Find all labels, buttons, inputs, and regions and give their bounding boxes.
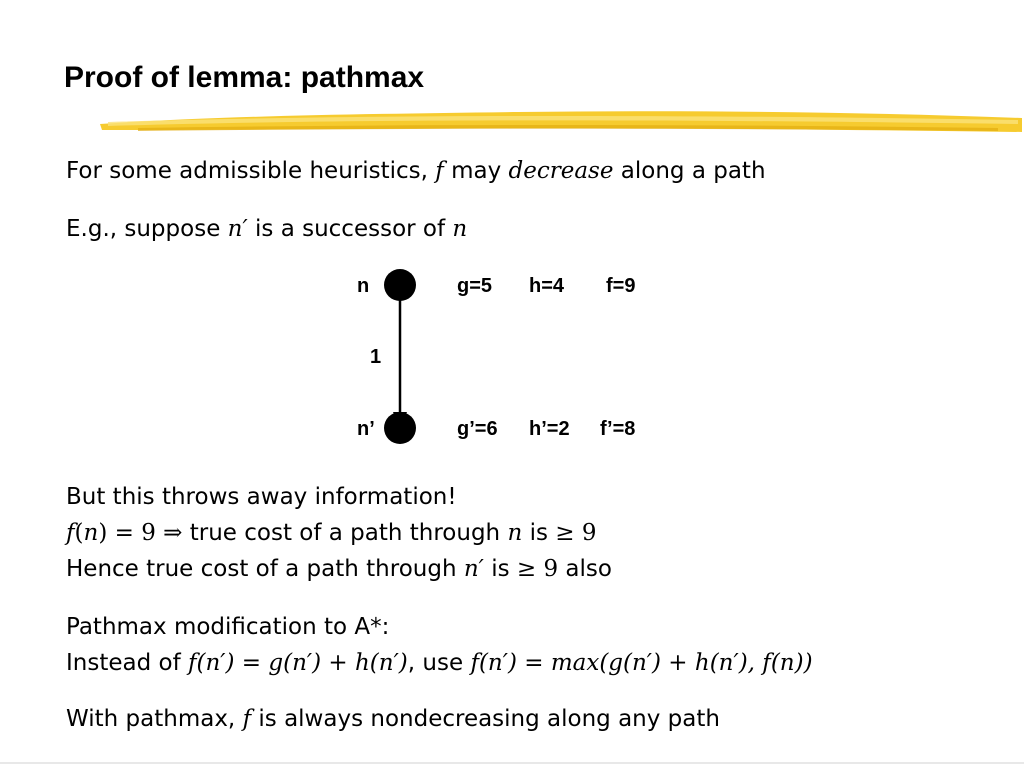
top-node-label: n [357,275,369,297]
line5-math-geq: ≥ 9 [516,556,559,582]
line1-math-decrease: decrease [508,158,614,184]
text-line-1: For some admissible heuristics, f may de… [66,156,766,186]
line4-text-g: is [522,520,556,546]
line8-text-a: With pathmax, [66,706,243,732]
line8-math-f: f [242,706,252,732]
text-line-5: Hence true cost of a path through n′ is … [66,554,612,584]
top-node-g: g=5 [457,275,492,297]
bottom-divider [0,762,1024,764]
line4-math-n: n [83,520,99,546]
edge-arrowhead [393,412,407,428]
top-node-h: h=4 [529,275,565,297]
bottom-node-label: n’ [357,418,375,440]
line1-text-a: For some admissible heuristics, [66,158,436,184]
highlighter-underline [100,111,1022,132]
text-line-6: Pathmax modification to A*: [66,612,389,642]
line4-math-geq: ≥ 9 [555,520,597,546]
text-line-8: With pathmax, f is always nondecreasing … [66,704,720,734]
line1-text-e: along a path [613,158,766,184]
line5-text-a: Hence true cost of a path through [66,556,464,582]
edge-cost-label: 1 [370,346,381,368]
line1-text-c: may [443,158,509,184]
line4-text-e: true cost of a path through [182,520,508,546]
text-line-7: Instead of f(n′) = g(n′) + h(n′), use f(… [66,648,813,678]
line3-text: But this throws away information! [66,484,457,510]
top-node-f: f=9 [606,275,635,297]
line4-paren-open: ( [74,520,84,546]
line5-text-c: is [483,556,517,582]
line7-text-c: , use [407,650,471,676]
line2-math-n: n [452,216,468,242]
highlighter-stroke-dark [138,125,998,131]
line7-math-original: f(n′) = g(n′) + h(n′) [188,650,408,676]
line6-text: Pathmax modification to A*: [66,614,390,640]
line8-text-c: is always nondecreasing along any path [251,706,720,732]
line7-text-a: Instead of [66,650,188,676]
line2-text-a: E.g., suppose [66,216,228,242]
text-line-4: f(n) = 9 ⇒ true cost of a path through n… [66,518,597,548]
bottom-node-g: g’=6 [457,418,498,440]
text-line-3: But this throws away information! [66,482,457,512]
slide-title: Proof of lemma: pathmax [64,61,425,94]
line7-math-pathmax: f(n′) = max(g(n′) + h(n′), f(n)) [470,650,813,676]
text-line-2: E.g., suppose n′ is a successor of n [66,214,467,244]
highlighter-stroke-light [108,115,1018,126]
line2-math-nprime: n′ [227,216,248,242]
line2-text-c: is a successor of [247,216,453,242]
line5-text-e: also [558,556,612,582]
line5-math-nprime: n′ [463,556,484,582]
line4-math-f: f [66,520,75,546]
bottom-node-f: f’=8 [600,418,635,440]
line1-math-f: f [435,158,444,184]
top-node [384,269,416,301]
line4-math-eq: ) = 9 ⇒ [98,520,183,546]
bottom-node-h: h’=2 [529,418,570,440]
line4-math-n2: n [507,520,523,546]
